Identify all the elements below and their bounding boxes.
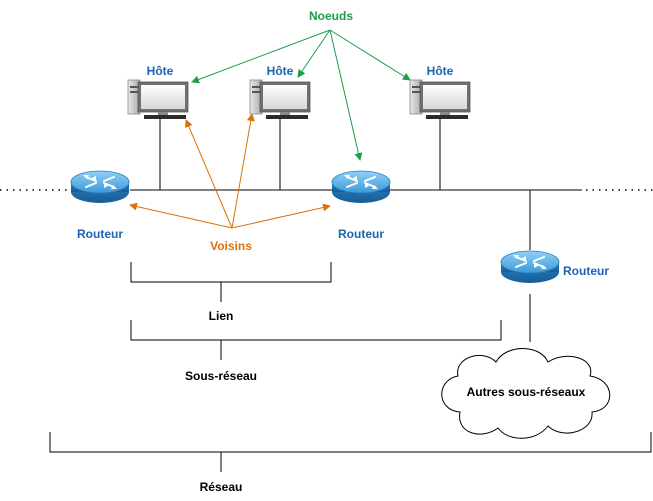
link-bracket (130, 262, 332, 283)
label-host-3: Hôte (427, 64, 454, 78)
label-network: Réseau (200, 480, 243, 494)
router-mid-icon (331, 170, 391, 204)
label-other-subnets: Autres sous-réseaux (467, 385, 586, 399)
neighbor-arrows (129, 113, 331, 229)
label-host-1: Hôte (147, 64, 174, 78)
label-router-mid: Routeur (338, 227, 384, 241)
network-bracket (49, 432, 652, 453)
label-subnet: Sous-réseau (185, 369, 257, 383)
router-right-icon (500, 250, 560, 284)
label-router-right: Routeur (563, 264, 609, 278)
label-nodes: Noeuds (309, 9, 353, 23)
label-neighbors: Voisins (210, 239, 252, 253)
label-host-2: Hôte (267, 64, 294, 78)
host3-computer-icon (409, 79, 471, 120)
label-link: Lien (209, 309, 234, 323)
cloud-shape (441, 348, 611, 439)
label-router-left: Routeur (77, 227, 123, 241)
node-arrows (191, 29, 411, 161)
subnet-bracket (130, 320, 502, 341)
router-left-icon (70, 170, 130, 204)
host2-computer-icon (249, 79, 311, 120)
host1-computer-icon (127, 79, 189, 120)
